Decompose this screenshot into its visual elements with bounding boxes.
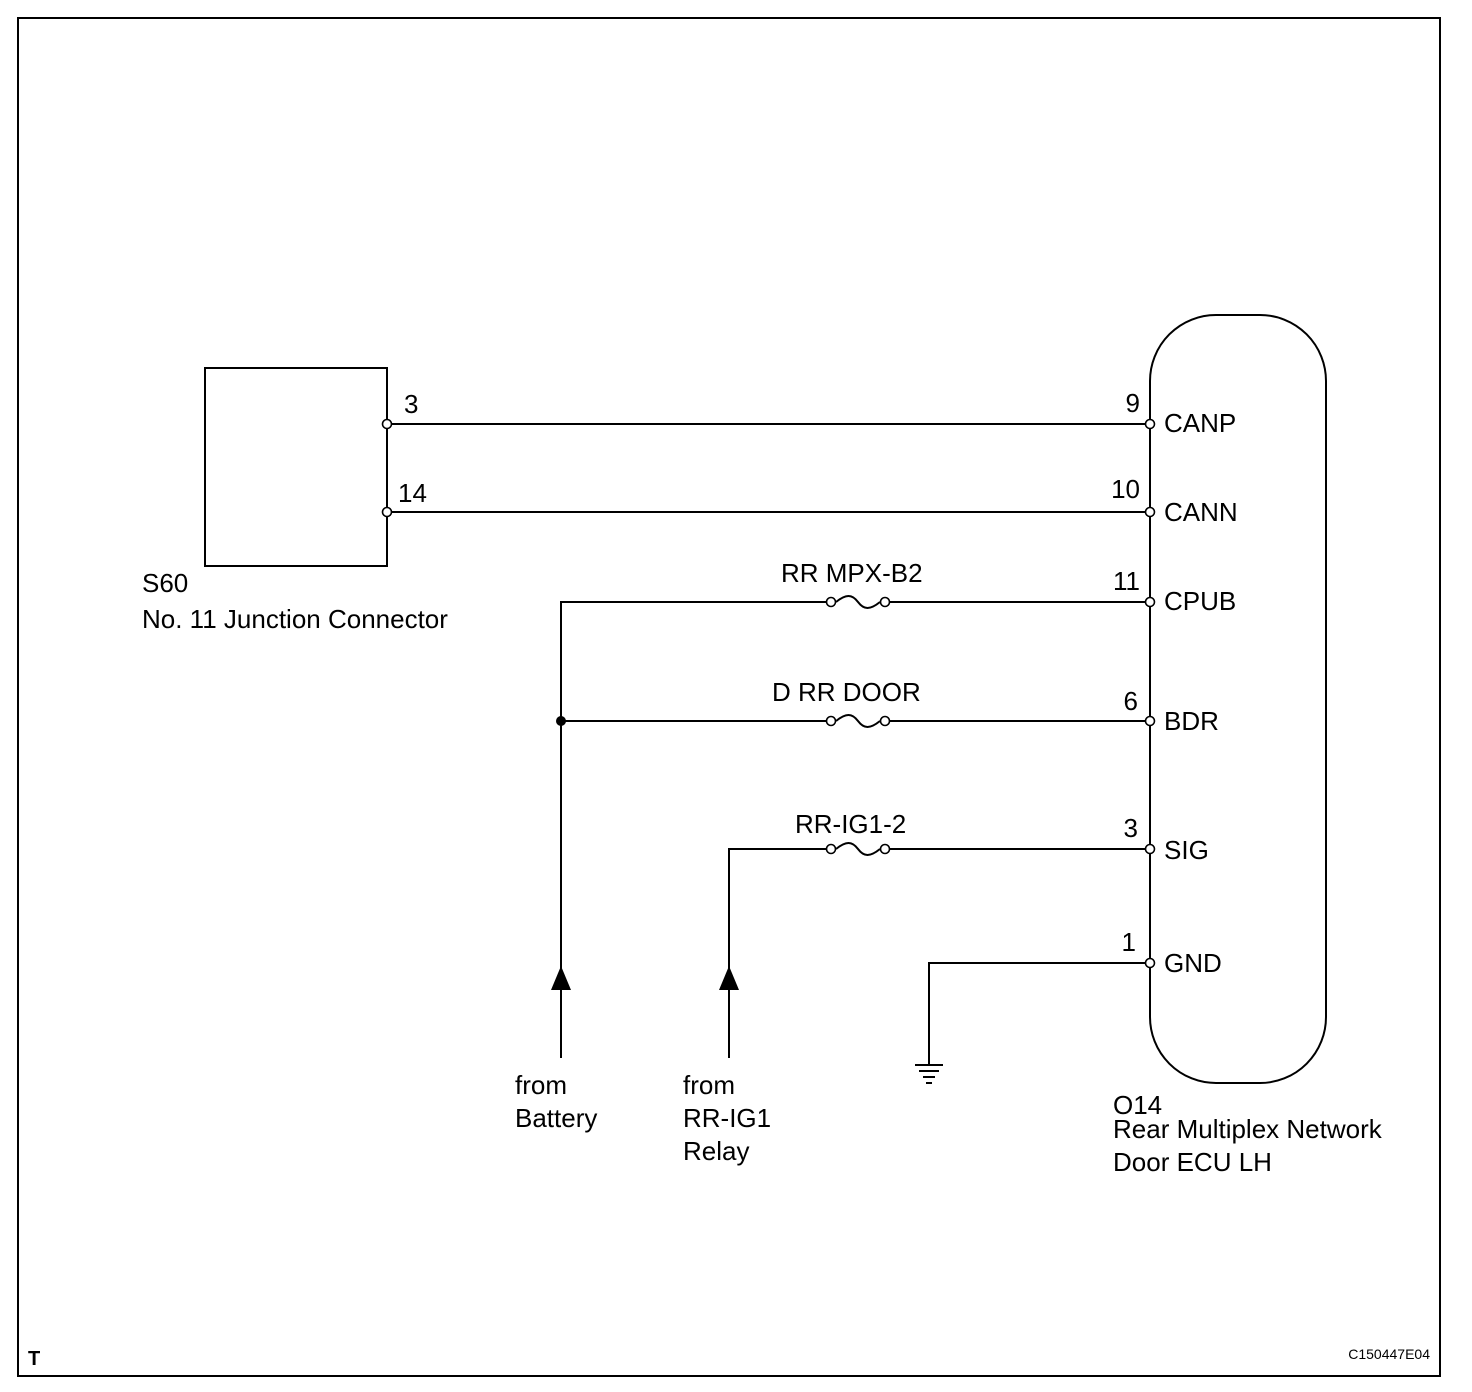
- fuse-terminal: [825, 715, 837, 727]
- ecu-name-line1: Rear Multiplex Network: [1113, 1114, 1383, 1144]
- wire-battery-cpub: [560, 601, 826, 1058]
- circuit-gnd: [915, 962, 1146, 1084]
- figure-code: C150447E04: [1348, 1346, 1430, 1362]
- connector-pin-3: 3: [404, 389, 418, 419]
- battery-source-line2: Battery: [515, 1103, 597, 1133]
- circuit-bdr: D RR DOOR: [556, 677, 1146, 728]
- fuse-terminal: [879, 596, 891, 608]
- ecu-pin-number: 9: [1126, 388, 1140, 418]
- ecu-pin-signal: BDR: [1164, 706, 1219, 736]
- ecu-pin-number: 1: [1122, 927, 1136, 957]
- terminal: [381, 418, 393, 430]
- fuse-terminal: [825, 596, 837, 608]
- connector-code: S60: [142, 568, 188, 598]
- ecu-o14: O14 Rear Multiplex Network Door ECU LH 9…: [1111, 314, 1383, 1177]
- junction-connector-box: [204, 367, 388, 567]
- terminal: [1144, 957, 1156, 969]
- wire-relay-sig: [728, 848, 826, 1058]
- diagram-frame: [17, 17, 1441, 1377]
- terminal: [1144, 715, 1156, 727]
- ecu-pin-number: 6: [1124, 686, 1138, 716]
- relay-source-line1: from: [683, 1070, 735, 1100]
- ecu-code: O14: [1113, 1090, 1162, 1120]
- ecu-pin-signal: CANP: [1164, 408, 1236, 438]
- junction-connector-s60: S60 No. 11 Junction Connector 3 14: [142, 367, 448, 634]
- terminal: [381, 506, 393, 518]
- corner-mark: T: [28, 1348, 40, 1370]
- fuse-rr-mpx-b2-label: RR MPX-B2: [781, 558, 923, 588]
- fuse-terminal: [825, 843, 837, 855]
- relay-source-line3: Relay: [683, 1136, 749, 1166]
- arrow-up-icon: [551, 966, 571, 990]
- ecu-pin-signal: GND: [1164, 948, 1222, 978]
- fuse-symbol: [835, 714, 881, 728]
- connector-name: No. 11 Junction Connector: [142, 604, 448, 634]
- ecu-pin-signal: SIG: [1164, 835, 1209, 865]
- circuit-cpub: RR MPX-B2: [560, 558, 1146, 1058]
- relay-source-line2: RR-IG1: [683, 1103, 771, 1133]
- fuse-symbol: [835, 595, 881, 609]
- circuit-sig: RR-IG1-2: [728, 809, 1146, 1058]
- terminal: [1144, 418, 1156, 430]
- ecu-pin-number: 10: [1111, 474, 1140, 504]
- ecu-pin-signal: CANN: [1164, 497, 1238, 527]
- battery-source-line1: from: [515, 1070, 567, 1100]
- fuse-rr-ig1-2-label: RR-IG1-2: [795, 809, 906, 839]
- fuse-symbol: [835, 842, 881, 856]
- arrow-up-icon: [719, 966, 739, 990]
- connector-pin-14: 14: [398, 478, 427, 508]
- ecu-pin-number: 11: [1113, 566, 1140, 596]
- fuse-terminal: [879, 715, 891, 727]
- ground-icon: [915, 1064, 943, 1084]
- terminal: [1144, 596, 1156, 608]
- splice-point: [556, 716, 566, 726]
- fuse-d-rr-door-label: D RR DOOR: [772, 677, 921, 707]
- wire-gnd: [928, 962, 1146, 1064]
- terminal: [1144, 506, 1156, 518]
- fuse-terminal: [879, 843, 891, 855]
- ecu-pin-signal: CPUB: [1164, 586, 1236, 616]
- ecu-name-line2: Door ECU LH: [1113, 1147, 1272, 1177]
- ecu-body: [1149, 314, 1327, 1084]
- ecu-pin-number: 3: [1124, 813, 1138, 843]
- terminal: [1144, 843, 1156, 855]
